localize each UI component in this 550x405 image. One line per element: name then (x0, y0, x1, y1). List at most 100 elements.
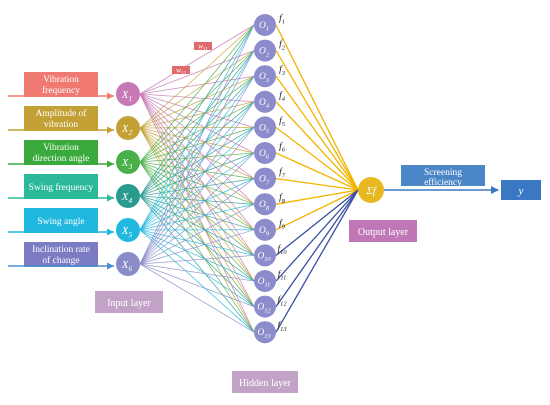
input-hidden-edge (139, 75, 255, 231)
input-hidden-edge (139, 263, 255, 333)
input-hidden-edge (139, 229, 255, 333)
weight-box (194, 42, 212, 50)
input-hidden-edge (139, 203, 255, 231)
activation-label: f5 (279, 115, 286, 128)
hidden-node (254, 167, 276, 190)
input-hidden-edge (139, 75, 255, 95)
activation-label: f6 (279, 141, 286, 154)
hidden-node-label: O11 (258, 277, 271, 289)
input-hidden-edge (139, 50, 255, 163)
hidden-node (254, 14, 276, 36)
input-hidden-edge (139, 152, 255, 265)
input-node (116, 252, 140, 276)
hidden-node (254, 295, 276, 318)
input-hidden-edge (139, 24, 255, 163)
input-hidden-edge (139, 152, 255, 197)
hidden-output-edge (275, 189, 359, 282)
hidden-node (254, 142, 276, 164)
input-arrowhead (107, 126, 114, 134)
input-arrowhead (107, 262, 114, 270)
input-hidden-edge (139, 195, 255, 256)
input-hidden-edge (139, 255, 255, 265)
activation-label: f9 (279, 218, 286, 231)
input-arrowhead (107, 228, 114, 236)
input-node (116, 116, 140, 140)
input-layer-label-box (95, 291, 163, 313)
input-hidden-edge (139, 229, 255, 307)
hidden-output-edge (275, 189, 359, 333)
input-hidden-edge (139, 101, 255, 129)
input-hidden-edge (139, 50, 255, 231)
output-layer-label-box (349, 220, 417, 242)
hidden-node (254, 270, 276, 292)
input-hidden-edge (139, 50, 255, 95)
input-hidden-edge (139, 195, 255, 307)
input-node-label: X5 (121, 225, 133, 239)
input-hidden-edge (139, 101, 255, 231)
input-hidden-edge (139, 229, 255, 265)
input-arrowhead (107, 194, 114, 202)
input-hidden-edge (139, 263, 255, 282)
hidden-node (254, 193, 276, 216)
input-hidden-edge (139, 127, 255, 197)
result-label: y (518, 185, 524, 197)
hidden-layer-label: Hidden layer (239, 378, 292, 389)
input-hidden-edge (139, 178, 255, 265)
input-feature-box (24, 174, 98, 199)
screening-efficiency-box (401, 165, 485, 186)
hidden-output-edge (275, 24, 359, 191)
hidden-node-label: O4 (259, 98, 270, 110)
hidden-output-edge (275, 101, 359, 191)
activation-label: f4 (279, 90, 286, 103)
input-hidden-edge (139, 101, 255, 265)
input-hidden-edge (139, 229, 255, 256)
activation-label: f10 (277, 243, 287, 256)
hidden-node-label: O9 (259, 226, 270, 238)
input-node-label: X4 (121, 191, 133, 205)
input-node-label: X6 (121, 259, 133, 273)
hidden-nodes: O1f1O2f2O3f3O4f4O5f5O6f6O7f7O8f8O9f9O10f… (254, 13, 287, 344)
hidden-node-label: O13 (257, 328, 270, 340)
hidden-node (254, 39, 276, 62)
input-hidden-edge (139, 101, 255, 197)
activation-label: f2 (279, 39, 286, 52)
input-hidden-edge (139, 195, 255, 333)
result-box (501, 180, 541, 200)
input-hidden-edge (139, 203, 255, 265)
input-arrowhead (107, 160, 114, 168)
input-hidden-edge (139, 24, 255, 95)
hidden-node (254, 116, 276, 139)
input-hidden-edge (139, 50, 255, 129)
hidden-node-label: O1 (259, 21, 269, 33)
input-hidden-edge (139, 195, 255, 231)
hidden-node-label: O12 (257, 303, 271, 315)
input-node (116, 150, 140, 174)
weight-label: w11 (198, 42, 208, 53)
input-hidden-edge (139, 152, 255, 231)
input-feature-box (24, 106, 98, 131)
input-node-label: X3 (121, 157, 133, 171)
input-feature-label: Swing angle (37, 217, 84, 227)
hidden-node-label: O2 (259, 47, 270, 59)
hidden-output-edge (275, 75, 359, 191)
activation-label: f12 (277, 295, 287, 308)
activation-label: f13 (277, 320, 286, 333)
input-feature-box (24, 208, 98, 233)
input-hidden-edge (139, 93, 255, 103)
hidden-node (254, 65, 276, 88)
input-node (116, 184, 140, 208)
output-node (358, 177, 384, 203)
hidden-output-edge (275, 189, 359, 256)
input-layer-label: Input layer (107, 298, 151, 309)
input-hidden-edge (139, 50, 255, 197)
hidden-output-edge (275, 152, 359, 191)
